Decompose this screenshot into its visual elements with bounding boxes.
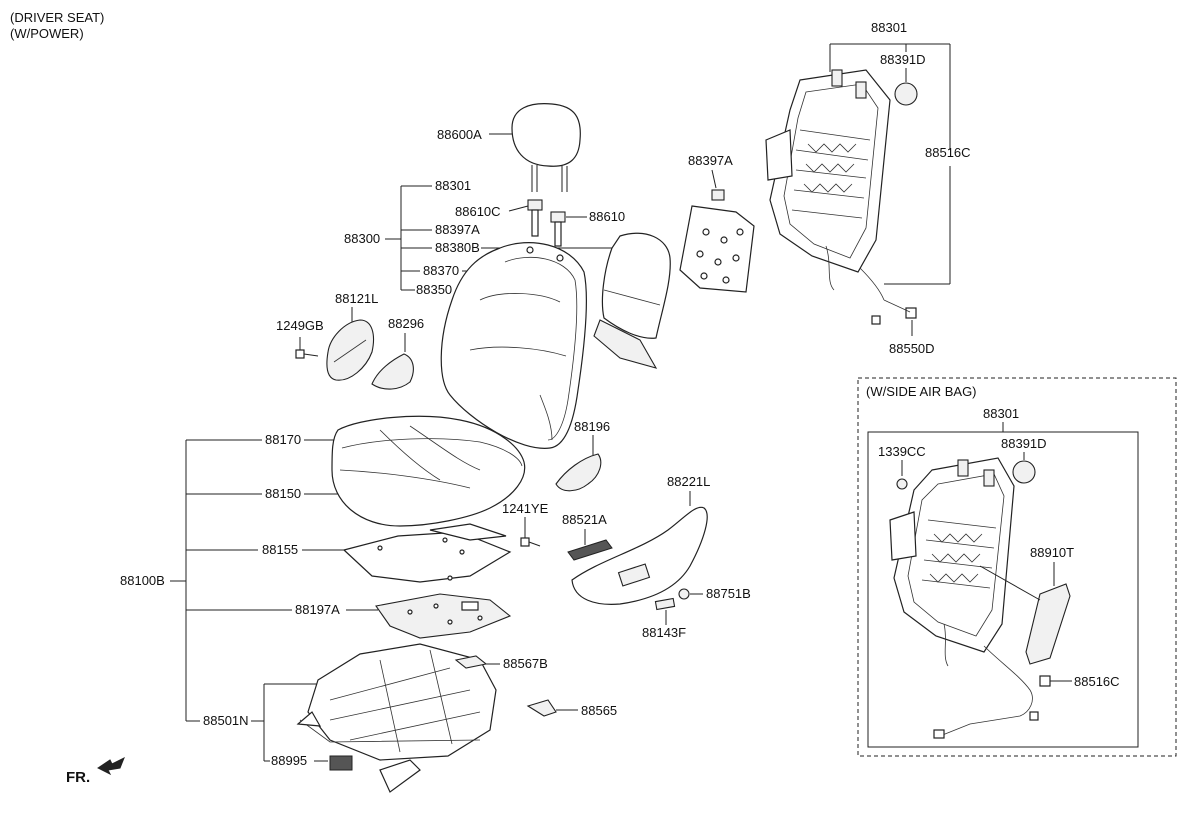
label-88516C-airbag: 88516C — [1074, 674, 1120, 689]
seat-back-frame-top — [765, 69, 891, 301]
connector-88550D — [871, 299, 917, 325]
label-88143F: 88143F — [642, 625, 686, 640]
airbag-variant-box — [857, 377, 1177, 757]
label-88121L: 88121L — [335, 291, 378, 306]
side-airbag-module-88910T — [1025, 583, 1071, 665]
label-88610C: 88610C — [455, 204, 501, 219]
module-88995 — [329, 755, 353, 771]
label-88397A-group: 88397A — [435, 222, 480, 237]
headrest-guide-left — [527, 199, 543, 237]
label-88600A: 88600A — [437, 127, 482, 142]
label-88380B: 88380B — [435, 240, 480, 255]
label-88391D-top: 88391D — [880, 52, 926, 67]
bracket-88296 — [371, 353, 414, 390]
front-arrow-icon — [97, 756, 125, 776]
label-88301-top: 88301 — [871, 20, 907, 35]
seat-back-cover — [440, 242, 588, 449]
header-power: (W/POWER) — [10, 26, 84, 41]
label-1339CC: 1339CC — [878, 444, 926, 459]
knob-88751B — [678, 588, 690, 600]
bracket-88565 — [526, 699, 557, 717]
front-indicator-label: FR. — [66, 769, 90, 786]
label-88516C-top: 88516C — [925, 145, 971, 160]
label-88350: 88350 — [416, 282, 452, 297]
label-88296: 88296 — [388, 316, 424, 331]
label-88397A-right: 88397A — [688, 153, 733, 168]
label-88301-group: 88301 — [435, 178, 471, 193]
seat-back-frame-airbag — [889, 457, 1033, 739]
header-driver-seat: (DRIVER SEAT) — [10, 10, 104, 25]
label-88567B: 88567B — [503, 656, 548, 671]
cap-88391D-top — [894, 82, 918, 106]
knob-88143F — [654, 597, 676, 611]
label-88196: 88196 — [574, 419, 610, 434]
lumbar-plate-88397A — [679, 189, 755, 293]
headrest — [511, 103, 581, 192]
label-88300: 88300 — [344, 231, 380, 246]
headrest-guide-right — [550, 211, 566, 247]
bolt-1249GB — [295, 349, 319, 359]
label-88170: 88170 — [265, 432, 301, 447]
label-88197A: 88197A — [295, 602, 340, 617]
cap-88391D-airbag — [1012, 460, 1036, 484]
label-88221L: 88221L — [667, 474, 710, 489]
seat-heater-pad — [342, 523, 512, 583]
label-88301-airbag: 88301 — [983, 406, 1019, 421]
power-seat-switch — [567, 539, 613, 561]
bolt-1241YE — [520, 537, 541, 547]
label-88391D-airbag: 88391D — [1001, 436, 1047, 451]
seat-heater-element — [375, 593, 512, 639]
side-cover-88221L — [571, 506, 708, 605]
label-88370: 88370 — [423, 263, 459, 278]
label-88751B: 88751B — [706, 586, 751, 601]
label-88995: 88995 — [271, 753, 307, 768]
label-88565: 88565 — [581, 703, 617, 718]
seat-track-assembly — [296, 643, 497, 793]
label-88610: 88610 — [589, 209, 625, 224]
label-88521A: 88521A — [562, 512, 607, 527]
label-1249GB: 1249GB — [276, 318, 324, 333]
label-1241YE: 1241YE — [502, 501, 549, 516]
label-88910T: 88910T — [1030, 545, 1074, 560]
label-88550D: 88550D — [889, 341, 935, 356]
label-88100B: 88100B — [120, 573, 165, 588]
seat-cushion-cover — [331, 415, 526, 527]
airbag-box-title: (W/SIDE AIR BAG) — [866, 384, 977, 399]
seat-back-pad — [593, 232, 671, 369]
label-88155: 88155 — [262, 542, 298, 557]
connector-88516C-airbag — [1029, 675, 1051, 721]
label-88501N: 88501N — [203, 713, 249, 728]
label-88150: 88150 — [265, 486, 301, 501]
nut-1339CC — [896, 478, 908, 490]
side-shield-cover — [326, 319, 375, 381]
bracket-88196 — [555, 453, 602, 492]
